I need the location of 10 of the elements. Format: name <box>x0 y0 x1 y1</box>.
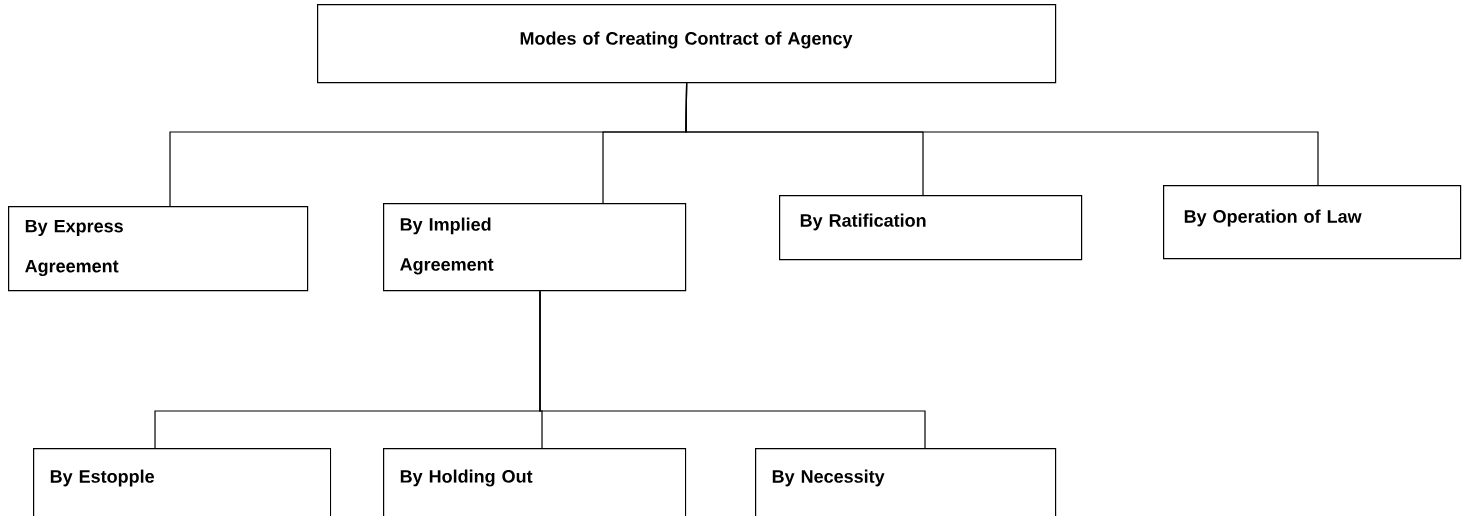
category-box: By Necessity <box>755 448 1057 516</box>
category-box: By Estopple <box>33 448 332 516</box>
category-box: By Holding Out <box>383 448 687 516</box>
connector-line <box>539 290 926 449</box>
category-box: By Ratification <box>779 195 1083 261</box>
title-box: Modes of Creating Contract of Agency <box>317 4 1057 84</box>
category-box: By Implied Agreement <box>383 203 687 292</box>
category-box: By Operation of Law <box>1163 185 1462 260</box>
category-box: By Express Agreement <box>8 206 309 292</box>
connector-line <box>685 82 1319 186</box>
